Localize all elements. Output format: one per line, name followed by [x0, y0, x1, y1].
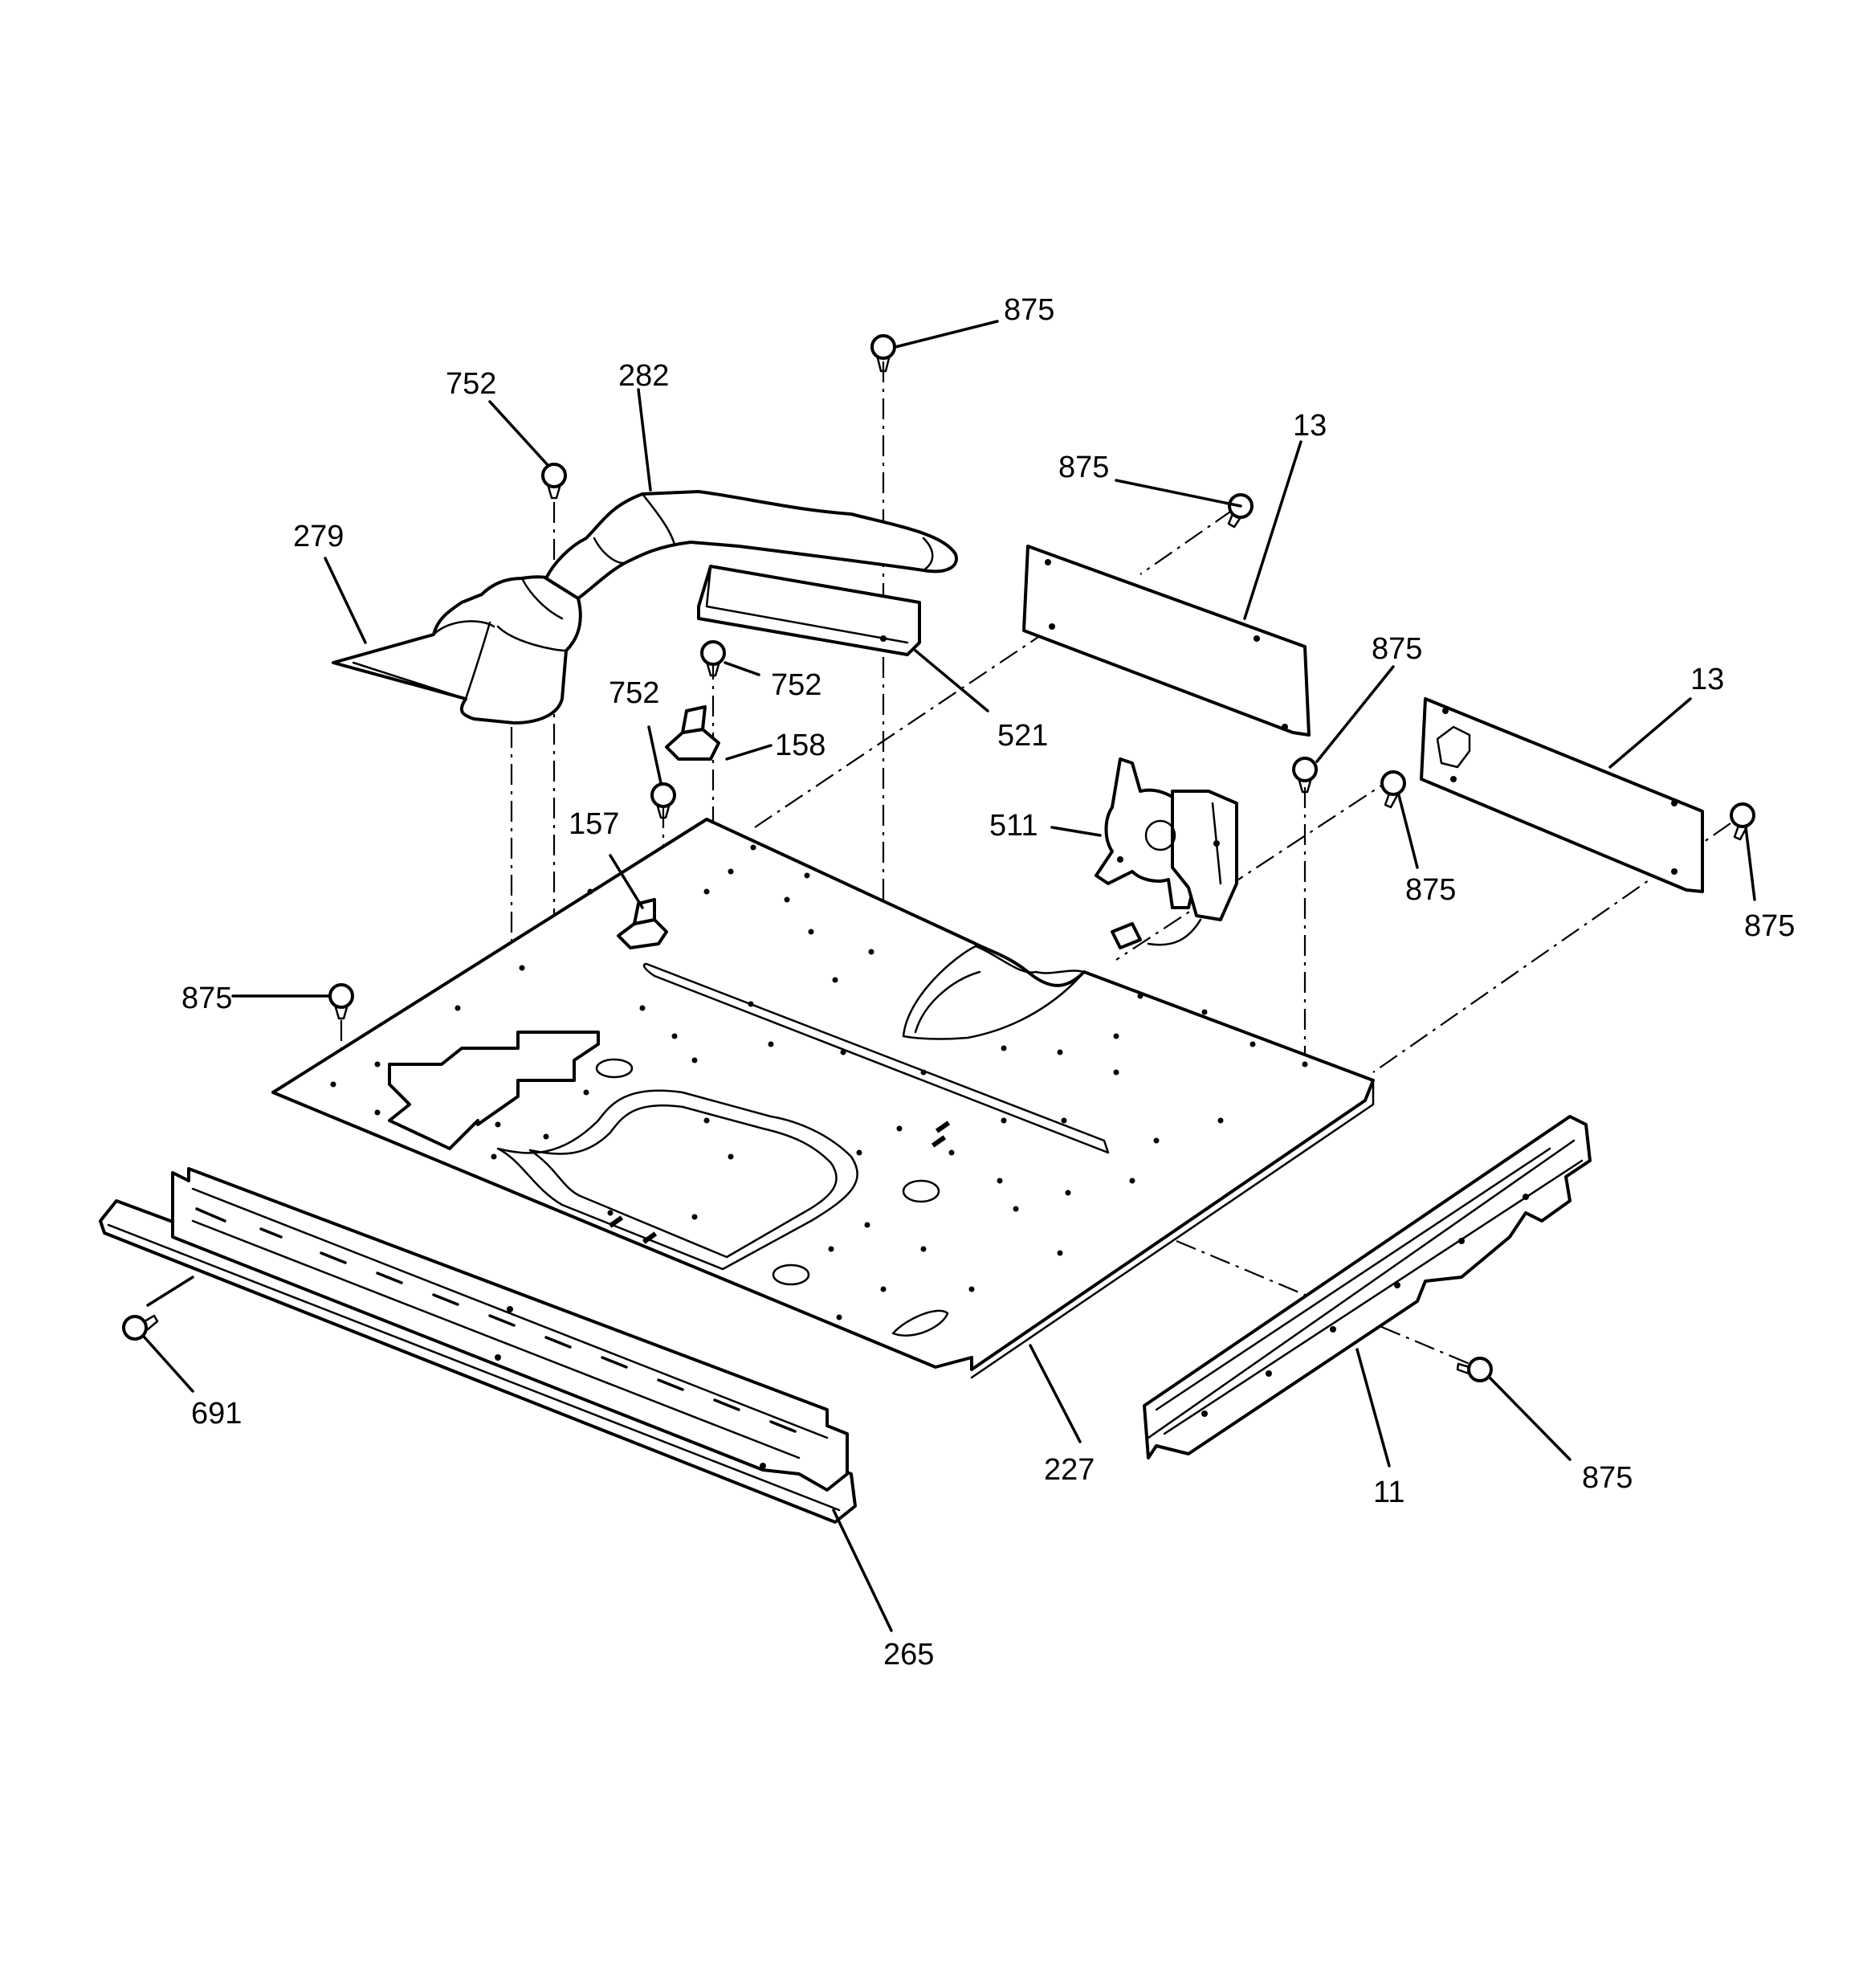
callout-875-right-mid: 875: [1405, 873, 1456, 907]
callout-875-top: 875: [1004, 293, 1054, 327]
callout-227: 227: [1044, 1453, 1095, 1487]
callout-279: 279: [293, 520, 344, 553]
callout-11: 11: [1373, 1476, 1404, 1509]
callout-282: 282: [618, 359, 669, 393]
callout-13-lower: 13: [1690, 663, 1724, 696]
callout-875-bottom-right: 875: [1582, 1461, 1633, 1495]
callout-labels: 875 752 282 279 13 875 752 521 158 752 8…: [181, 293, 1795, 1672]
fan-motor: [1095, 757, 1238, 949]
screw-icon: [122, 1314, 159, 1341]
screw-icon: [870, 334, 896, 373]
callout-158: 158: [775, 729, 826, 762]
screw-icon: [1730, 802, 1755, 841]
callout-157: 157: [569, 807, 619, 841]
front-trim: [99, 1167, 857, 1524]
callout-521: 521: [997, 719, 1048, 753]
duct: [544, 490, 958, 600]
cover-plate-upper: [1022, 545, 1311, 737]
screw-icon: [1456, 1357, 1493, 1382]
bracket: [697, 565, 921, 656]
leader-lines: [143, 320, 1756, 1632]
callout-265: 265: [883, 1638, 934, 1672]
screw-icon: [1227, 493, 1254, 529]
thermostat-158: [665, 705, 720, 761]
screw-icon: [328, 983, 354, 1020]
cover-plate-lower: [1420, 697, 1704, 893]
trim-slots: [195, 1207, 797, 1433]
callout-691: 691: [191, 1397, 242, 1431]
screw-icon: [650, 782, 676, 819]
callout-752-top: 752: [446, 367, 496, 401]
screw-icon: [700, 640, 726, 677]
callout-13-upper: 13: [1293, 409, 1327, 443]
thermostat-157: [617, 898, 668, 949]
callout-875-left: 875: [181, 982, 232, 1015]
screw-icon: [1380, 770, 1406, 809]
callout-875-far-right: 875: [1744, 909, 1795, 943]
screw-icon: [1292, 757, 1318, 794]
panel-mounting-holes: [330, 844, 1308, 1321]
callout-752-left: 752: [609, 676, 659, 710]
callout-875-upper-plate: 875: [1058, 451, 1109, 484]
vent-hood: [332, 575, 582, 725]
screw-icon: [541, 463, 567, 500]
bottom-panel: [271, 818, 1375, 1379]
callout-752-mid: 752: [771, 668, 821, 702]
side-rail: [1143, 1115, 1592, 1459]
callout-875-fan: 875: [1372, 632, 1422, 666]
callout-511: 511: [989, 809, 1038, 843]
